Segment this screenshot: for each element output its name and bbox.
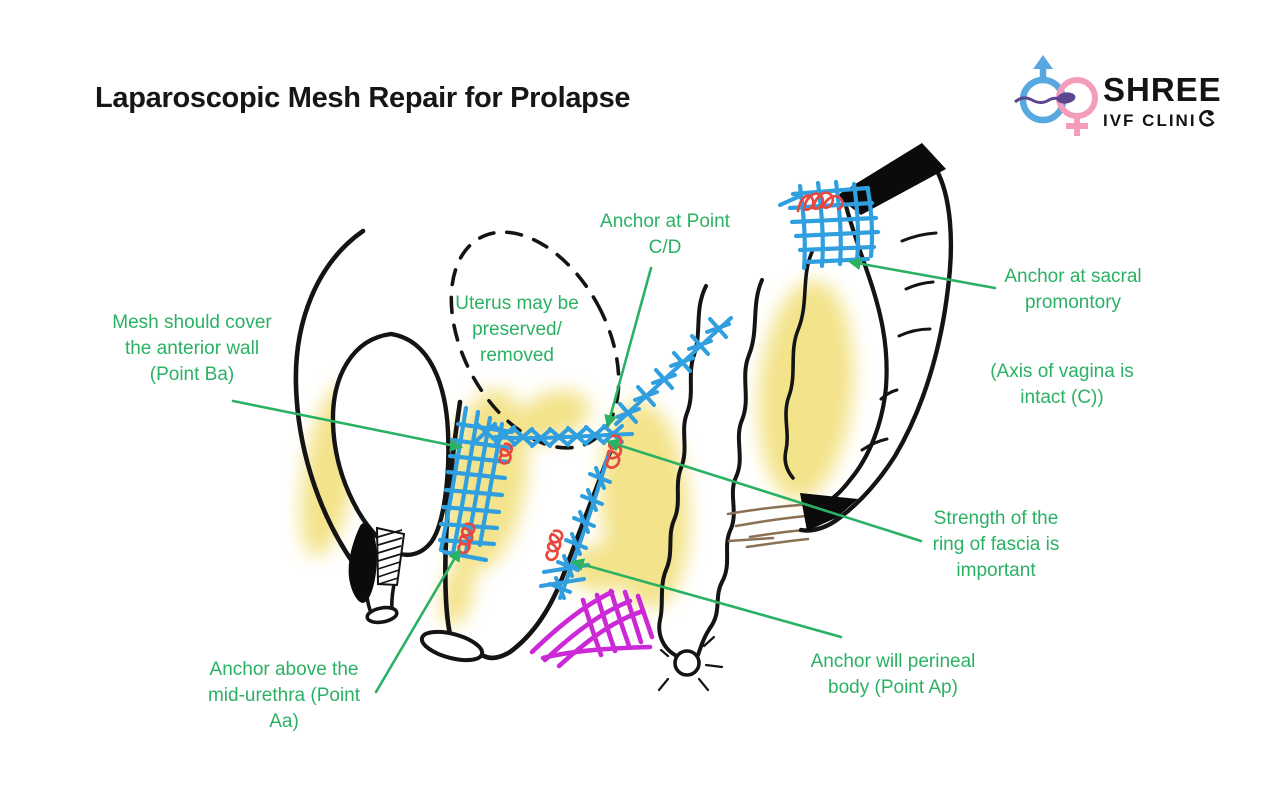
urethral-sphincter-hatching (375, 526, 406, 587)
annotation-uterus-preserved: Uterus may be preserved/ removed (455, 293, 579, 366)
anus-circle (657, 635, 724, 692)
leader-fascia (605, 438, 923, 543)
leader-point-aa (374, 548, 461, 694)
sacrum-top-black-band (836, 143, 946, 215)
highlight-regions (300, 280, 854, 628)
sperm-icon (1014, 92, 1076, 104)
annotation-vagina-axis: (Axis of vagina is intact (C)) (990, 361, 1134, 408)
bladder-outline (330, 331, 451, 558)
annotation-perineal-body: Anchor will perineal body (Point Ap) (810, 651, 976, 698)
baby-icon (1198, 109, 1215, 132)
gender-symbols-icon (1014, 55, 1098, 136)
logo-subtitle: IVF CLINI (1103, 109, 1222, 132)
rectum-outline (657, 250, 814, 657)
sacrum-outline (798, 166, 954, 533)
leader-sacral (847, 257, 997, 290)
male-symbol-icon (1019, 55, 1067, 124)
leader-point-ap (570, 558, 843, 639)
logo-brand: SHREE (1103, 71, 1222, 108)
mesh-sacral-arm-stitches (614, 316, 733, 426)
annotation-anchor-point-cd: Anchor at Point C/D (600, 211, 730, 258)
annotation-fascia-ring: Strength of the ring of fascia is import… (932, 508, 1060, 581)
annotation-mid-urethra: Anchor above the mid-urethra (Point Aa) (207, 659, 361, 732)
female-symbol-icon (1056, 77, 1098, 136)
leader-point-cd (604, 266, 653, 429)
pelvic-outline (293, 228, 366, 578)
perineal-muscle-strokes (529, 588, 655, 669)
annotation-mesh-anterior-wall: Mesh should cover the anterior wall (Poi… (112, 312, 272, 385)
annotation-sacral-promontory: Anchor at sacral promontory (1004, 266, 1142, 313)
leader-point-ba (231, 399, 464, 452)
mesh-sacral-patch (777, 179, 881, 271)
clinic-logo: SHREE IVF CLINI (1005, 48, 1222, 148)
pubic-symphysis-shape (348, 522, 377, 603)
logo-subtitle-text: IVF CLINI (1103, 110, 1197, 130)
logo-text: SHREE IVF CLINI (1103, 48, 1222, 132)
page-title: Laparoscopic Mesh Repair for Prolapse (95, 82, 631, 114)
leader-arrows (231, 257, 997, 694)
